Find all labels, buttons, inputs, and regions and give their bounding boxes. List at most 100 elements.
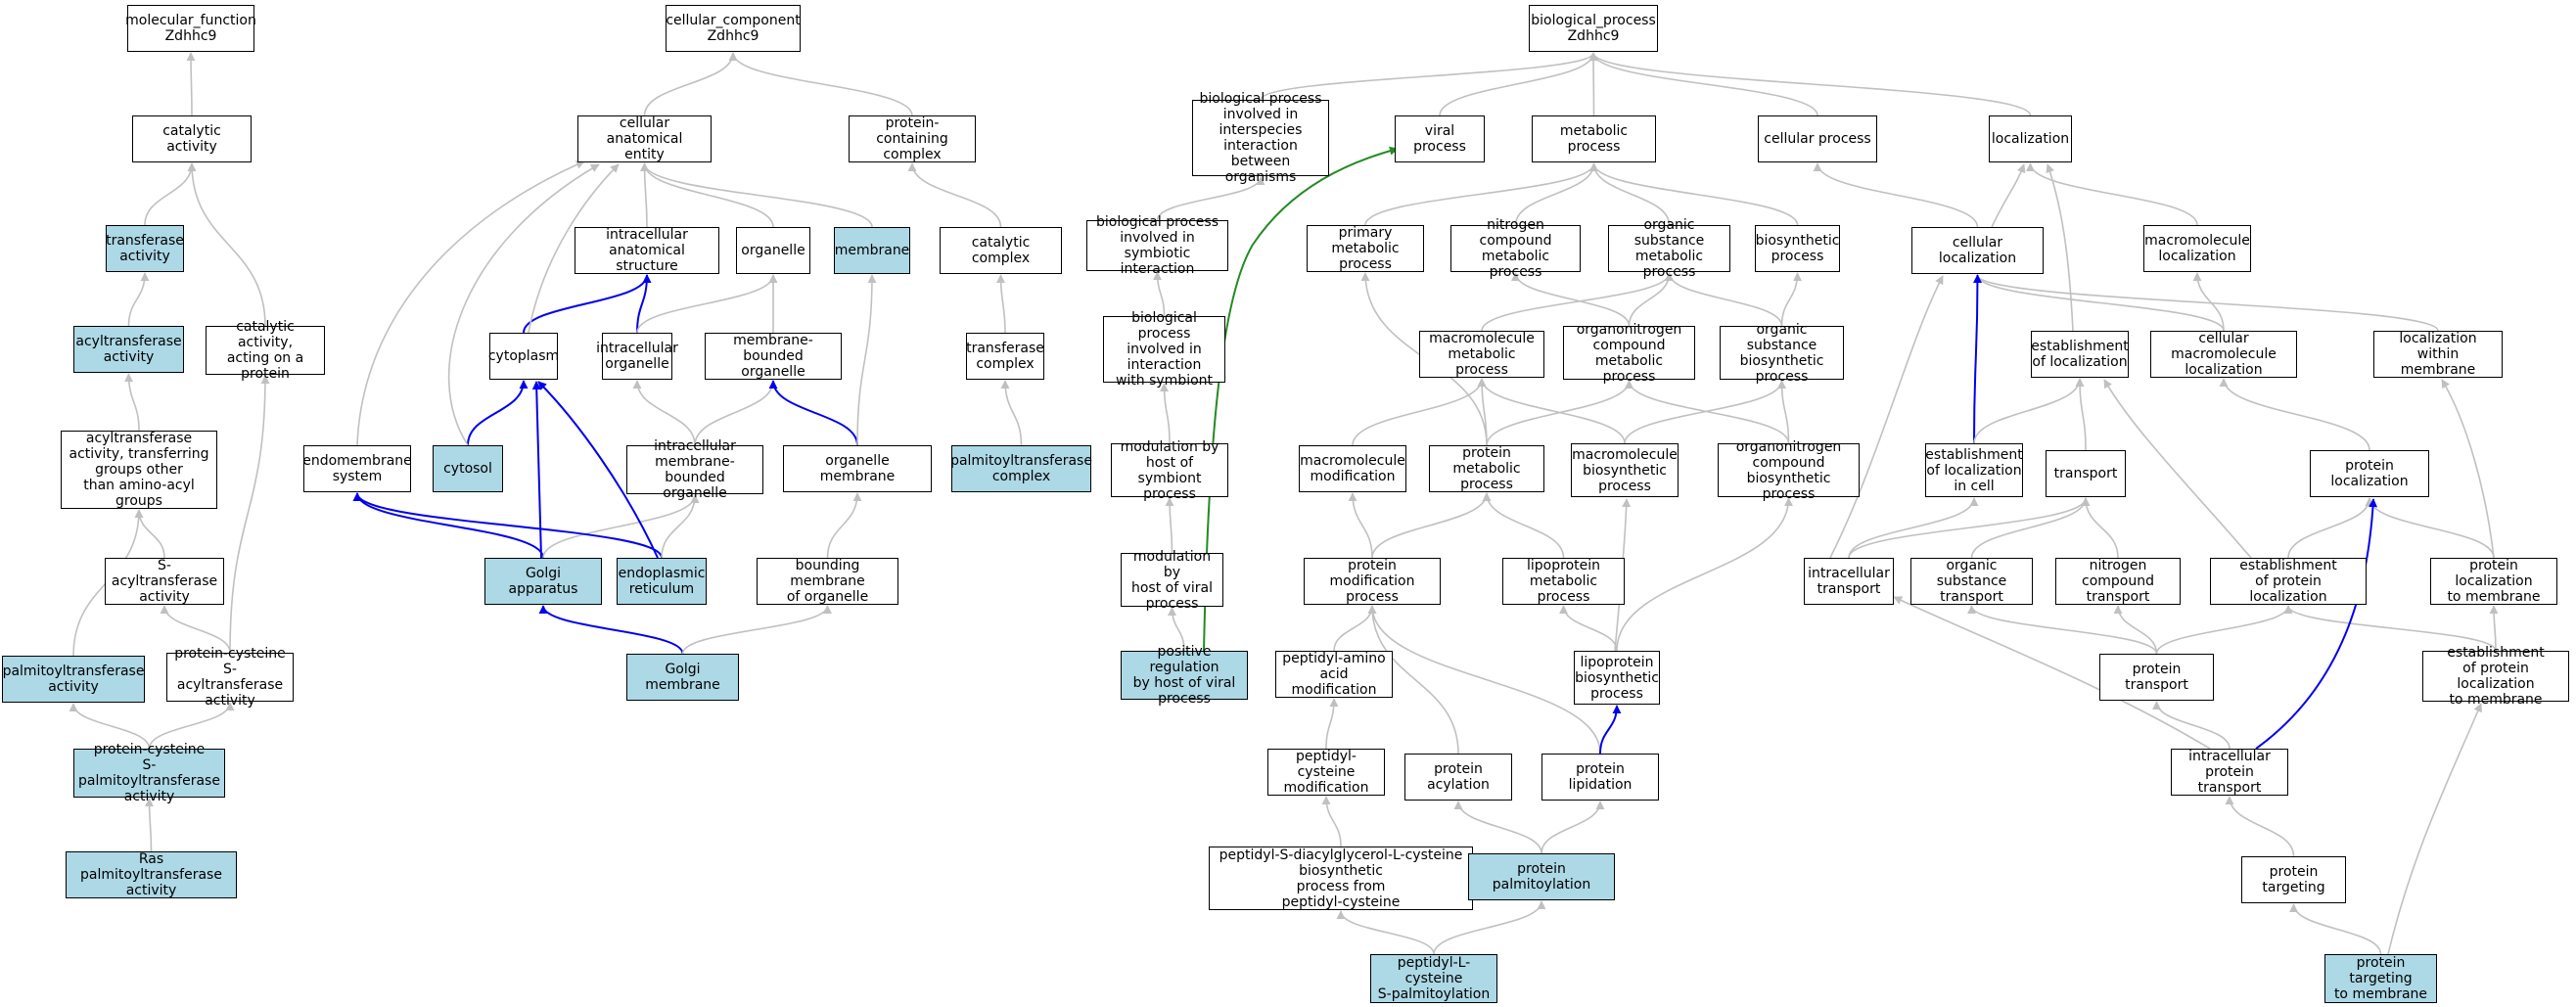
- edge-pmp-to-oncmp: [1486, 380, 1633, 446]
- term-node-loc[interactable]: localization: [1989, 115, 2072, 162]
- edge-osbp-to-osmp: [1665, 272, 1783, 327]
- edge-peptlcys-to-peptsdiacyl: [1336, 910, 1435, 955]
- term-node-golgimem[interactable]: Golgi membrane: [626, 654, 739, 701]
- term-node-oncbp[interactable]: organonitrogen compound biosynthetic pro…: [1718, 439, 1860, 502]
- term-node-peptcys[interactable]: peptidyl-cysteine modification: [1267, 749, 1385, 796]
- term-node-cat[interactable]: catalytic activity: [132, 115, 252, 162]
- edge-peptaa-to-pmodp: [1333, 605, 1377, 652]
- term-node-estprot[interactable]: establishment of protein localization: [2210, 558, 2367, 605]
- term-node-protloc[interactable]: protein localization: [2310, 450, 2429, 497]
- term-node-bp[interactable]: biological_process Zdhhc9: [1529, 5, 1658, 52]
- term-node-intraprottr[interactable]: intracellular protein transport: [2171, 749, 2288, 796]
- term-node-modsymb[interactable]: modulation by host of symbiont process: [1111, 439, 1228, 502]
- term-node-lipmp[interactable]: lipoprotein metabolic process: [1502, 558, 1625, 605]
- term-node-biosyn[interactable]: biosynthetic process: [1755, 225, 1840, 272]
- term-node-bpinter[interactable]: biological process involved in interspec…: [1192, 91, 1329, 185]
- edge-metab-to-bp: [1588, 52, 1598, 116]
- edge-oncbp-to-oncmp: [1625, 380, 1790, 444]
- term-node-mmp[interactable]: macromolecule metabolic process: [1419, 331, 1544, 378]
- term-node-prottargmem[interactable]: protein targeting to membrane: [2324, 954, 2437, 1003]
- term-node-locmem[interactable]: localization within membrane: [2373, 331, 2503, 378]
- term-node-estprotmem[interactable]: establishment of protein localization to…: [2422, 645, 2569, 708]
- term-node-modviral[interactable]: modulation by host of viral process: [1121, 549, 1223, 612]
- term-node-mf[interactable]: molecular_function Zdhhc9: [125, 5, 256, 52]
- term-node-prottarg[interactable]: protein targeting: [2241, 856, 2346, 903]
- term-node-ias[interactable]: intracellular anatomical structure: [575, 227, 719, 274]
- term-node-palact[interactable]: palmitoyltransferase activity: [2, 656, 145, 703]
- term-node-pcsacyl[interactable]: protein-cysteine S-acyltransferase activ…: [166, 646, 294, 709]
- edge-pcspalm-to-palact: [69, 703, 151, 750]
- term-node-posreg[interactable]: positive regulation by host of viral pro…: [1121, 644, 1248, 707]
- term-node-nctr[interactable]: nitrogen compound transport: [2055, 558, 2181, 605]
- term-node-acyltr[interactable]: acyltransferase activity: [73, 326, 184, 373]
- term-node-estcell[interactable]: establishment of localization in cell: [1925, 443, 2023, 497]
- term-node-cyto[interactable]: cytoplasm: [488, 333, 559, 380]
- edge-er-to-endo: [352, 492, 663, 559]
- term-node-prim[interactable]: primary metabolic process: [1307, 225, 1424, 272]
- term-node-cellp[interactable]: cellular process: [1758, 115, 1877, 162]
- edge-cyto-to-cae: [528, 163, 620, 334]
- term-node-intratr[interactable]: intracellular transport: [1804, 558, 1894, 605]
- term-node-cae[interactable]: cellular anatomical entity: [577, 115, 712, 162]
- term-node-org[interactable]: organelle: [736, 227, 810, 274]
- term-node-pcspalm[interactable]: protein-cysteine S-palmitoyltransferase …: [73, 742, 225, 804]
- term-node-er[interactable]: endoplasmic reticulum: [617, 558, 707, 605]
- edge-ras-to-pcspalm: [145, 798, 155, 852]
- term-node-estloc[interactable]: establishment of localization: [2031, 331, 2129, 378]
- term-node-osmp[interactable]: organic substance metabolic process: [1608, 217, 1730, 280]
- term-node-transport[interactable]: transport: [2046, 450, 2126, 497]
- term-node-mem[interactable]: membrane: [834, 227, 910, 274]
- edge-transport-to-estloc: [2075, 378, 2087, 451]
- term-node-acylother[interactable]: acyltransferase activity, transferring g…: [61, 431, 217, 509]
- term-node-cellloc[interactable]: cellular localization: [1911, 227, 2044, 274]
- term-node-bmo[interactable]: bounding membrane of organelle: [757, 558, 898, 605]
- term-node-osbp[interactable]: organic substance biosynthetic process: [1720, 322, 1844, 385]
- term-node-palcx[interactable]: palmitoyltransferase complex: [950, 445, 1092, 492]
- edge-mem-to-cae: [640, 162, 873, 228]
- term-node-macloc[interactable]: macromolecule localization: [2143, 225, 2251, 272]
- term-node-trcx[interactable]: transferase complex: [966, 333, 1044, 380]
- term-node-imbo[interactable]: intracellular membrane-bounded organelle: [626, 438, 763, 501]
- term-node-pmp[interactable]: protein metabolic process: [1429, 445, 1544, 492]
- term-node-trans[interactable]: transferase activity: [106, 225, 184, 272]
- term-node-cytosol[interactable]: cytosol: [433, 445, 503, 492]
- edge-intraprottr-to-prottr: [2152, 701, 2231, 750]
- term-node-golgi[interactable]: Golgi apparatus: [484, 558, 602, 605]
- term-node-cc[interactable]: cellular_component Zdhhc9: [666, 5, 801, 52]
- term-node-mbo[interactable]: membrane-bounded organelle: [705, 333, 842, 380]
- term-node-prottr[interactable]: protein transport: [2099, 654, 2214, 701]
- term-node-cmloc[interactable]: cellular macromolecule localization: [2150, 331, 2297, 378]
- term-node-orgmem[interactable]: organelle membrane: [783, 445, 932, 492]
- term-node-catcx[interactable]: catalytic complex: [940, 227, 1062, 274]
- term-node-protlocmem[interactable]: protein localization to membrane: [2430, 558, 2557, 605]
- term-node-io[interactable]: intracellular organelle: [596, 333, 678, 380]
- term-node-ostr[interactable]: organic substance transport: [1910, 558, 2033, 605]
- term-node-peptlcys[interactable]: peptidyl-L-cysteine S-palmitoylation: [1370, 954, 1497, 1003]
- term-node-catprot[interactable]: catalytic activity, acting on a protein: [206, 319, 325, 382]
- edge-peptcys-to-peptaa: [1325, 698, 1339, 750]
- term-node-macmod[interactable]: macromolecule modification: [1299, 445, 1406, 492]
- term-node-protacyl[interactable]: protein acylation: [1404, 754, 1512, 801]
- term-node-peptsdiacyl[interactable]: peptidyl-S-diacylglycerol-L-cysteine bio…: [1209, 847, 1473, 910]
- term-node-endo[interactable]: endomembrane system: [302, 445, 412, 492]
- edge-sacyl-to-acylother: [134, 509, 165, 559]
- term-node-lipbp[interactable]: lipoprotein biosynthetic process: [1574, 651, 1660, 705]
- term-node-pmodp[interactable]: protein modification process: [1304, 558, 1441, 605]
- term-node-metab[interactable]: metabolic process: [1532, 115, 1656, 162]
- term-node-ras[interactable]: Ras palmitoyltransferase activity: [66, 851, 237, 898]
- term-node-peptaa[interactable]: peptidyl-amino acid modification: [1275, 651, 1393, 698]
- term-node-ncmp[interactable]: nitrogen compound metabolic process: [1450, 217, 1581, 280]
- edge-ncmp-to-metab: [1514, 162, 1598, 226]
- term-node-protlip[interactable]: protein lipidation: [1541, 754, 1659, 801]
- term-node-mbp[interactable]: macromolecule biosynthetic process: [1571, 443, 1679, 497]
- edge-golgi-to-cyto: [531, 381, 542, 559]
- term-node-oncmp[interactable]: organonitrogen compound metabolic proces…: [1563, 322, 1695, 385]
- term-node-sacyl[interactable]: S-acyltransferase activity: [105, 558, 224, 605]
- term-node-viral[interactable]: viral process: [1395, 115, 1485, 162]
- edge-cellloc-to-loc: [1991, 163, 2026, 228]
- term-node-bpwsymb[interactable]: biological process involved in interacti…: [1103, 310, 1225, 389]
- edge-bmo-to-orgmem: [826, 492, 862, 559]
- term-node-pcc[interactable]: protein-containing complex: [849, 115, 976, 162]
- term-node-bpsymb[interactable]: biological process involved in symbiotic…: [1086, 214, 1228, 277]
- term-node-protpalm[interactable]: protein palmitoylation: [1468, 853, 1615, 900]
